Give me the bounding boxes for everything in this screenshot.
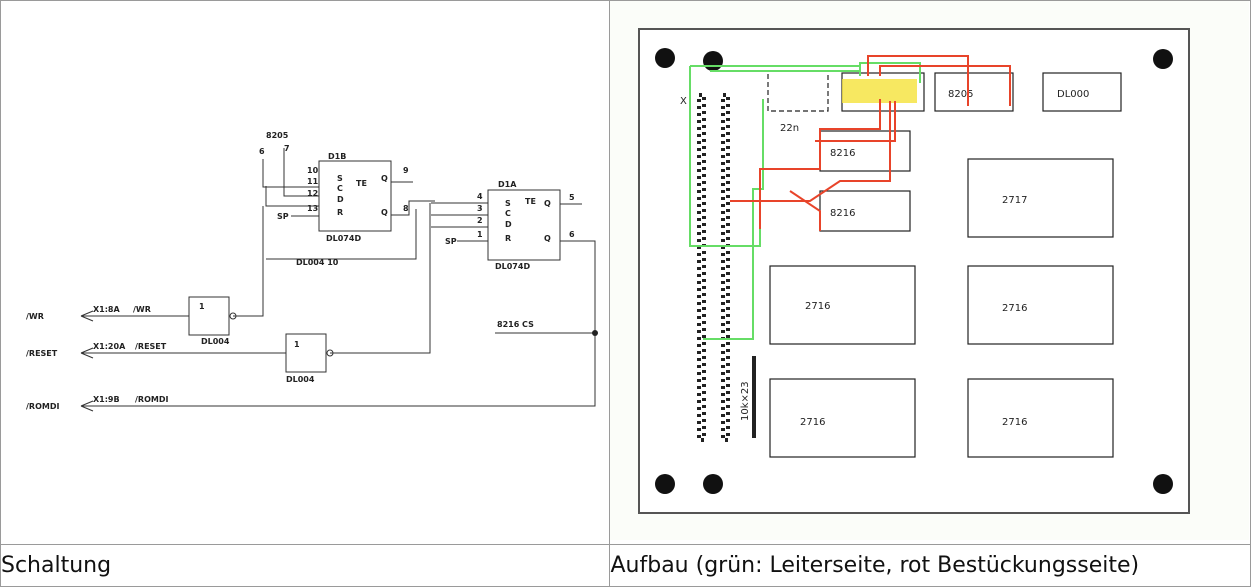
label-8216-cs: 8216 CS [497, 320, 534, 329]
gate-dl004-reset [285, 333, 327, 373]
label-dl074d-2: DL074D [495, 262, 530, 271]
ff2-c: C [505, 209, 511, 218]
ff2-s: S [505, 199, 511, 208]
schematic-diagram: 8205 6 7 D1B D1A TE TE DL074D DL074D DL0… [26, 131, 598, 412]
label-te-2: TE [525, 197, 536, 206]
chip-2717 [967, 158, 1115, 238]
chip-8205 [934, 72, 1015, 112]
chip-dl000 [1042, 72, 1123, 112]
label-dl074d-1: DL074D [326, 234, 361, 243]
pin-11: 11 [307, 177, 319, 186]
label-chip-8205: 8205 [948, 89, 973, 100]
caption-schematic: Schaltung [0, 544, 611, 587]
traces-component-side [730, 55, 1012, 231]
schematic-cell: 8205 6 7 D1B D1A TE TE DL074D DL074D DL0… [0, 0, 611, 545]
pin-6: 6 [259, 147, 265, 156]
mounting-hole [1153, 474, 1174, 494]
label-romdi-connector: X1:9B [93, 395, 120, 404]
label-chip-2716-a: 2716 [805, 301, 830, 312]
label-reset-connector: X1:20A [93, 342, 126, 351]
pin-3: 3 [477, 204, 483, 213]
pin-8: 8 [403, 204, 409, 213]
label-chip-2716-d: 2716 [1002, 417, 1027, 428]
label-dl004-1: DL004 [201, 337, 230, 346]
label-reset-signal: /RESET [135, 342, 167, 351]
label-sp-1: SP [277, 212, 289, 221]
mounting-hole [655, 48, 676, 68]
pin-7: 7 [284, 144, 290, 153]
label-wr-signal: /WR [133, 305, 151, 314]
pin-2: 2 [477, 216, 483, 225]
mounting-hole [655, 474, 676, 494]
label-d1b: D1B [328, 152, 346, 161]
flipflop-d1a [487, 189, 561, 261]
label-chip-2717: 2717 [1002, 195, 1027, 206]
pin-10: 10 [307, 166, 319, 175]
mounting-hole [1153, 49, 1174, 69]
chip-2716-b [967, 265, 1115, 345]
label-te-1: TE [356, 179, 367, 188]
label-dl004-2: DL004 [286, 375, 315, 384]
ff1-d: D [337, 195, 344, 204]
label-d1a: D1A [498, 180, 517, 189]
label-8205: 8205 [266, 131, 289, 140]
ff2-qn: Q [544, 234, 551, 243]
label-chip-2716-b: 2716 [1002, 303, 1027, 314]
label-chip-dl000: DL000 [1057, 89, 1089, 100]
mounting-hole [703, 51, 724, 71]
label-wr-connector: X1:8A [93, 305, 121, 314]
flipflop-d1b [318, 160, 392, 232]
label-chip-8216-b: 8216 [830, 208, 855, 219]
label-romdi-signal: /ROMDI [135, 395, 168, 404]
pin-4: 4 [477, 192, 483, 201]
pin-5: 5 [569, 193, 575, 202]
ff2-q: Q [544, 199, 551, 208]
pin-12: 12 [307, 189, 318, 198]
mounting-hole [703, 474, 724, 494]
ff2-d: D [505, 220, 512, 229]
caption-layout: Aufbau (grün: Leiterseite, rot Bestückun… [609, 544, 1251, 587]
label-romdi-left: /ROMDI [26, 402, 59, 411]
label-cap-22n: 22n [780, 123, 799, 134]
ff1-s: S [337, 174, 343, 183]
connector-x [697, 93, 731, 442]
ff1-qn: Q [381, 208, 388, 217]
ff1-r: R [337, 208, 343, 217]
label-reset-left: /RESET [26, 349, 58, 358]
ff2-r: R [505, 234, 511, 243]
chip-2716-c [769, 378, 917, 458]
pin-9: 9 [403, 166, 409, 175]
pin-13: 13 [307, 204, 318, 213]
pcb-layout: X 8205 DL000 [610, 1, 1250, 540]
label-x: X [680, 96, 687, 107]
gate-dl004-wr [188, 296, 230, 336]
pin-6b: 6 [569, 230, 575, 239]
label-dl004-10: DL004 10 [296, 258, 339, 267]
label-wr-left: /WR [26, 312, 44, 321]
chip-2716-a [769, 265, 917, 345]
ff1-c: C [337, 184, 343, 193]
ff1-q: Q [381, 174, 388, 183]
label-resistor-array: 10k×23 [740, 381, 751, 421]
gate-1-symbol: 1 [199, 302, 205, 311]
pcb-board [638, 28, 1191, 514]
pin-1: 1 [477, 230, 483, 239]
label-chip-2716-c: 2716 [800, 417, 825, 428]
label-sp-2: SP [445, 237, 457, 246]
chip-2716-d [967, 378, 1115, 458]
pcb-cell: X 8205 DL000 [609, 0, 1251, 545]
label-chip-8216-a: 8216 [830, 148, 855, 159]
gate-2-symbol: 1 [294, 340, 300, 349]
